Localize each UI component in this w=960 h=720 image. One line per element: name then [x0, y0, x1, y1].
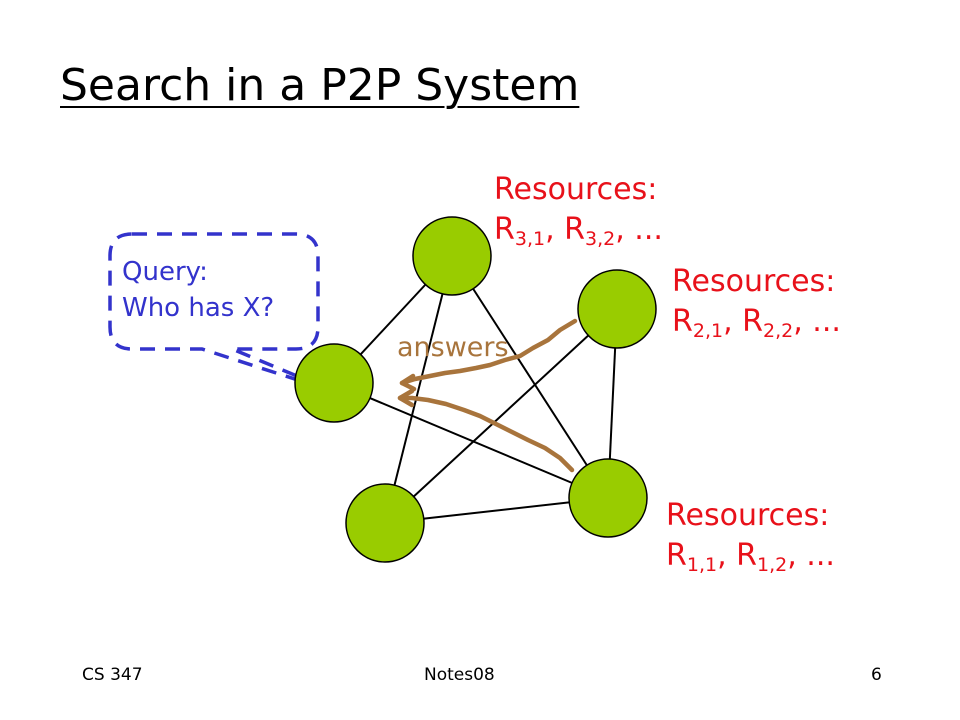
footer-course: CS 347 [82, 665, 143, 685]
resources-heading: Resources: [494, 172, 658, 207]
footer-notes: Notes08 [424, 665, 495, 685]
edge-left-bottomright [333, 382, 609, 499]
resource-prefix: R [666, 538, 687, 573]
answers-label: answers [397, 332, 509, 363]
resource-subscript: 3,2 [585, 228, 616, 250]
peer-nodes [294, 216, 657, 563]
resource-subscript: 2,2 [763, 320, 794, 342]
resources-label-node-2: Resources: R2,1, R2,2, ... [672, 262, 841, 342]
query-bubble-outline [108, 232, 339, 395]
peer-node-1 [568, 458, 648, 538]
resources-label-node-1: Resources: R1,1, R1,2, ... [666, 496, 835, 576]
resource-prefix: R [672, 304, 693, 339]
peer-node-2 [577, 269, 657, 349]
resource-separator: , R [723, 304, 763, 339]
query-line-2: Who has X? [122, 293, 275, 323]
resource-prefix: R [494, 212, 515, 247]
resources-list: R1,1, R1,2, ... [666, 536, 835, 576]
query-line-1: Query: [122, 257, 208, 287]
resources-heading: Resources: [666, 498, 830, 533]
resource-tail: , ... [787, 538, 835, 573]
peer-node-3 [412, 216, 492, 296]
resource-subscript: 2,1 [692, 320, 724, 342]
footer-page-number: 6 [871, 665, 882, 685]
resource-subscript: 1,2 [757, 554, 788, 576]
resource-separator: , R [545, 212, 585, 247]
answer-arrowhead-2 [397, 388, 415, 408]
resource-tail: , ... [793, 304, 841, 339]
edge-top-bottomleft [384, 255, 453, 524]
answer-arrowhead-1 [399, 373, 417, 392]
query-bubble-text: Query: Who has X? [122, 254, 274, 326]
answer-arrow-from-node-2 [399, 318, 578, 386]
resources-heading: Resources: [672, 264, 836, 299]
answer-arrow-from-node-1 [397, 395, 575, 473]
peer-node-4 [345, 483, 425, 563]
resource-separator: , R [717, 538, 757, 573]
resource-subscript: 1,1 [686, 554, 718, 576]
edge-top-bottomright [451, 255, 609, 499]
resource-tail: , ... [615, 212, 663, 247]
slide-title: Search in a P2P System [60, 60, 580, 111]
answer-arrows [397, 318, 578, 473]
peer-node-querier [294, 343, 374, 423]
resources-label-node-3: Resources: R3,1, R3,2, ... [494, 170, 663, 250]
resource-subscript: 3,1 [514, 228, 546, 250]
resources-list: R3,1, R3,2, ... [494, 210, 663, 250]
edge-right-bottomleft [384, 308, 618, 524]
resources-list: R2,1, R2,2, ... [672, 302, 841, 342]
